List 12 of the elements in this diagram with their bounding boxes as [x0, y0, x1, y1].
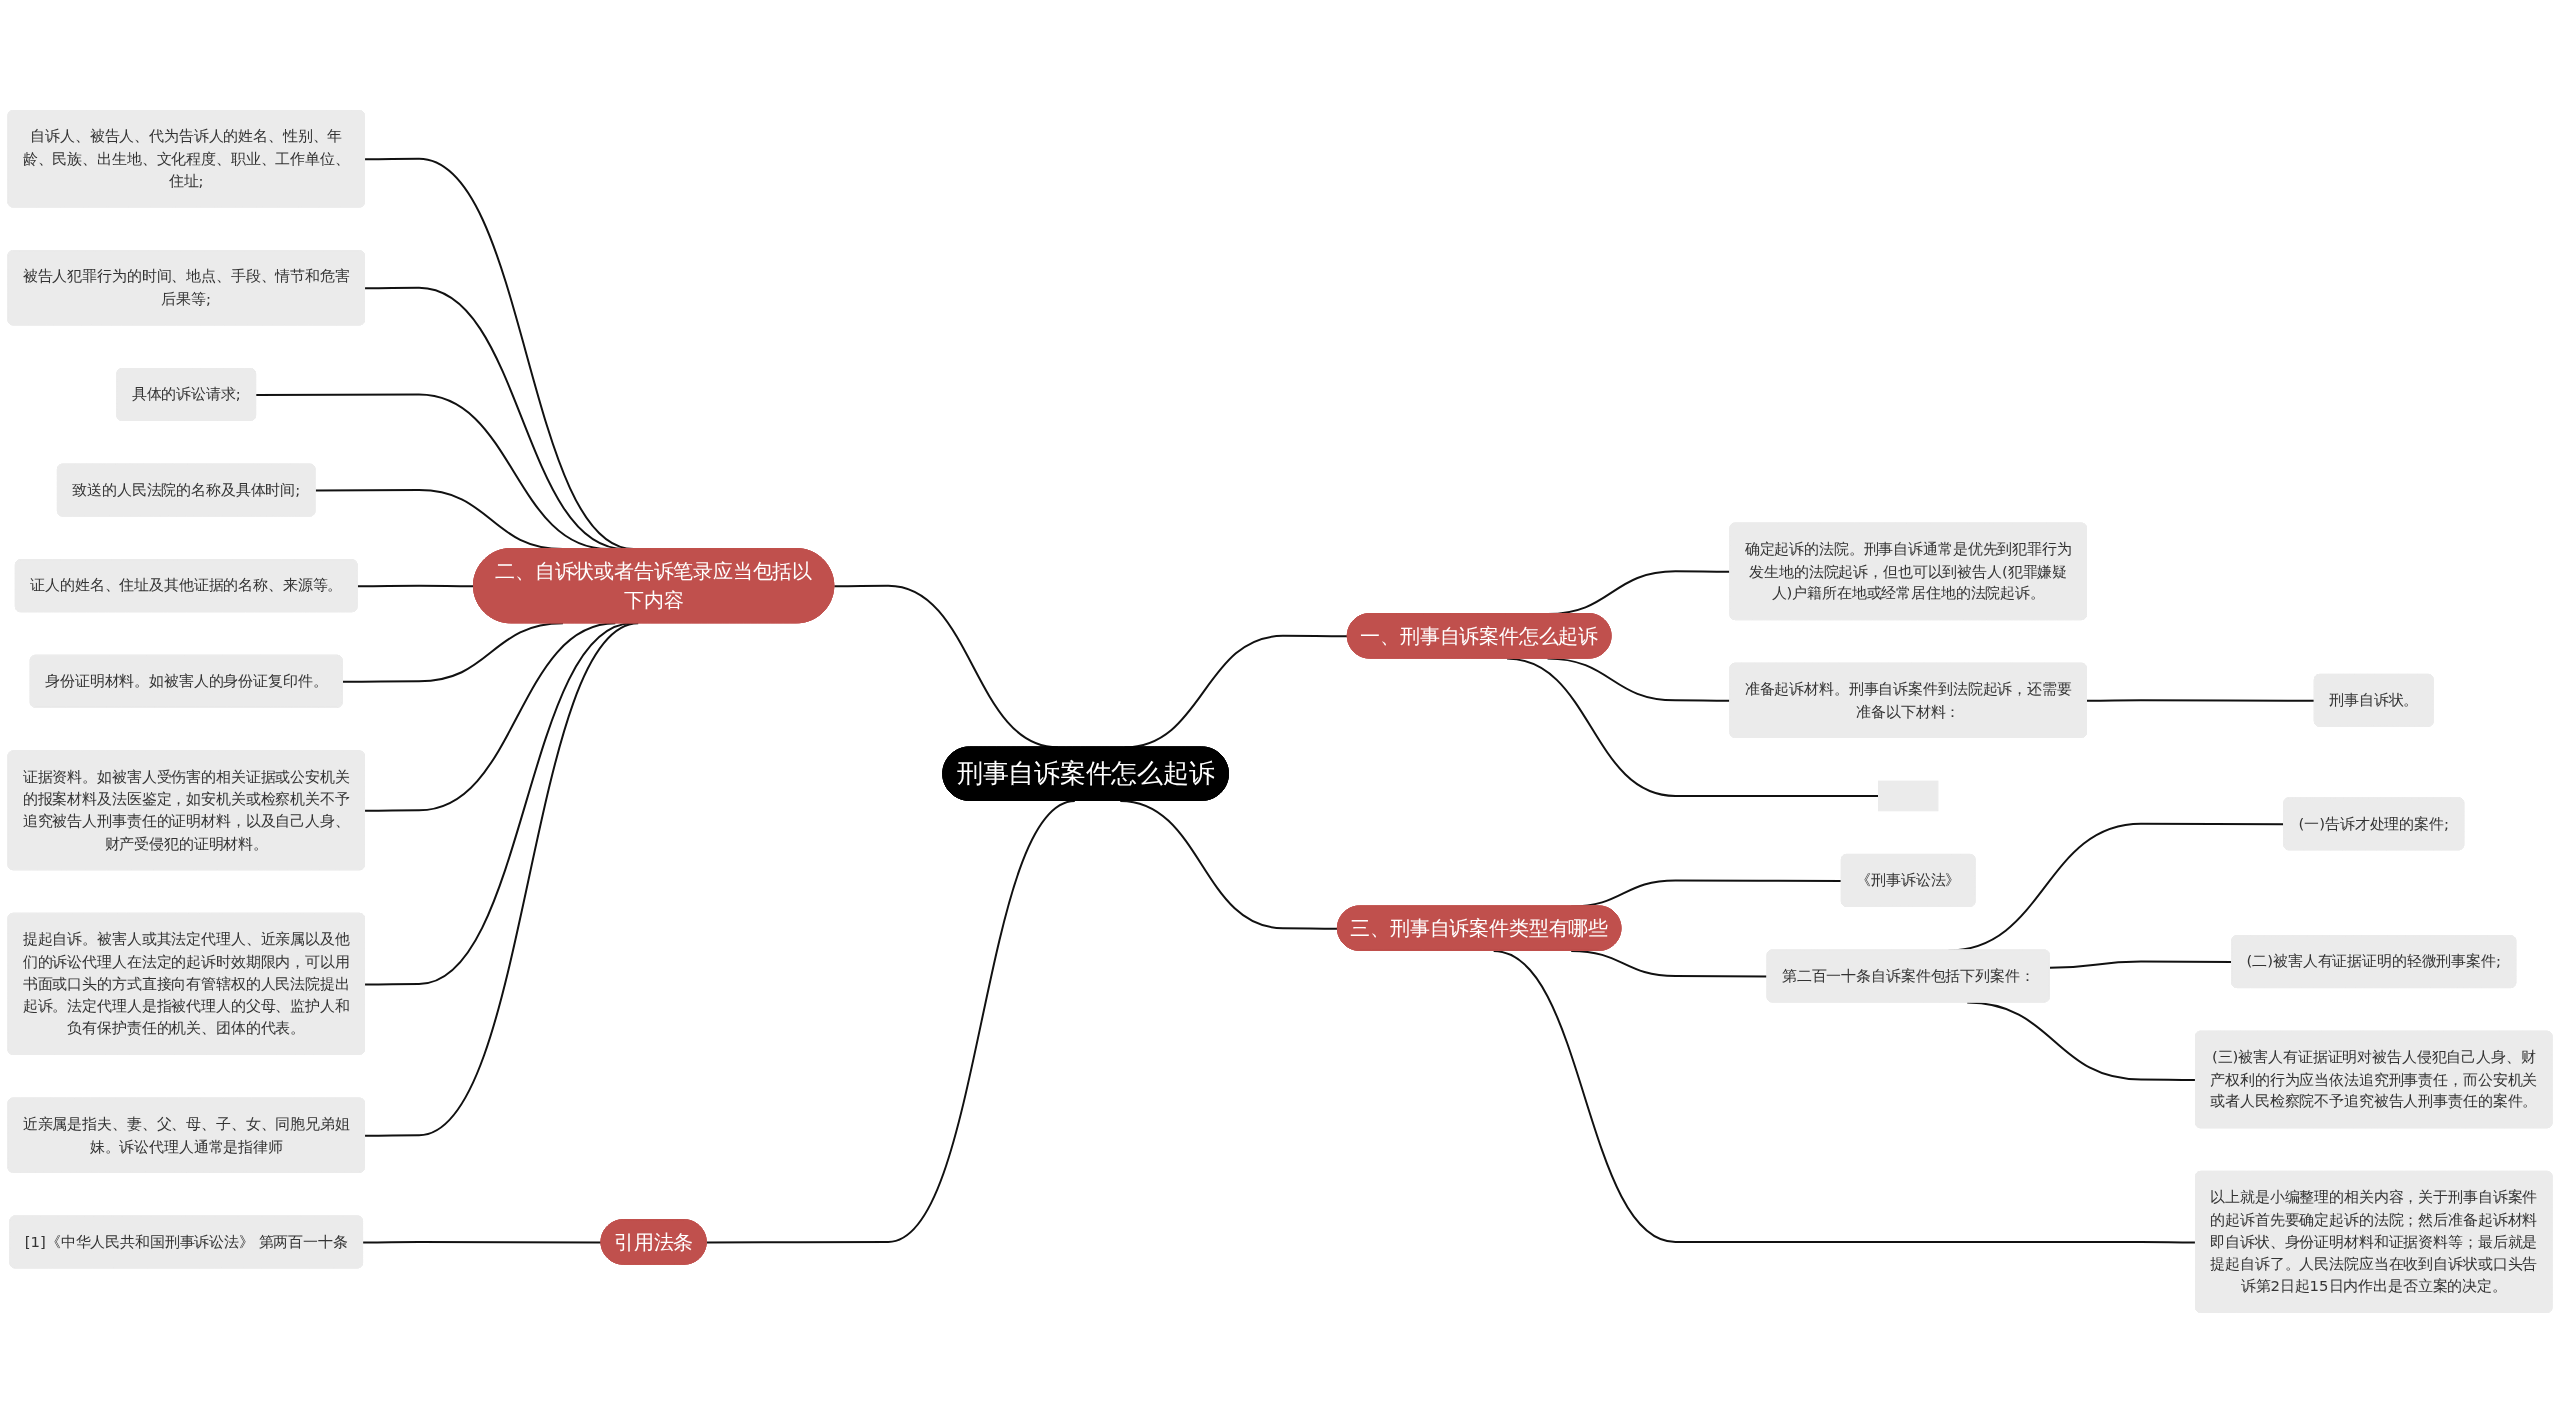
connector — [341, 622, 564, 683]
connector — [364, 622, 617, 812]
connector — [1492, 950, 2197, 1244]
connector — [2086, 699, 2316, 702]
connector — [705, 799, 1076, 1244]
connector — [1119, 799, 1339, 930]
connector — [362, 1240, 603, 1244]
connector — [1570, 950, 1769, 978]
connector — [356, 584, 475, 588]
node-box — [1878, 780, 1939, 812]
connector — [364, 622, 640, 1137]
connector — [1966, 1001, 2197, 1081]
